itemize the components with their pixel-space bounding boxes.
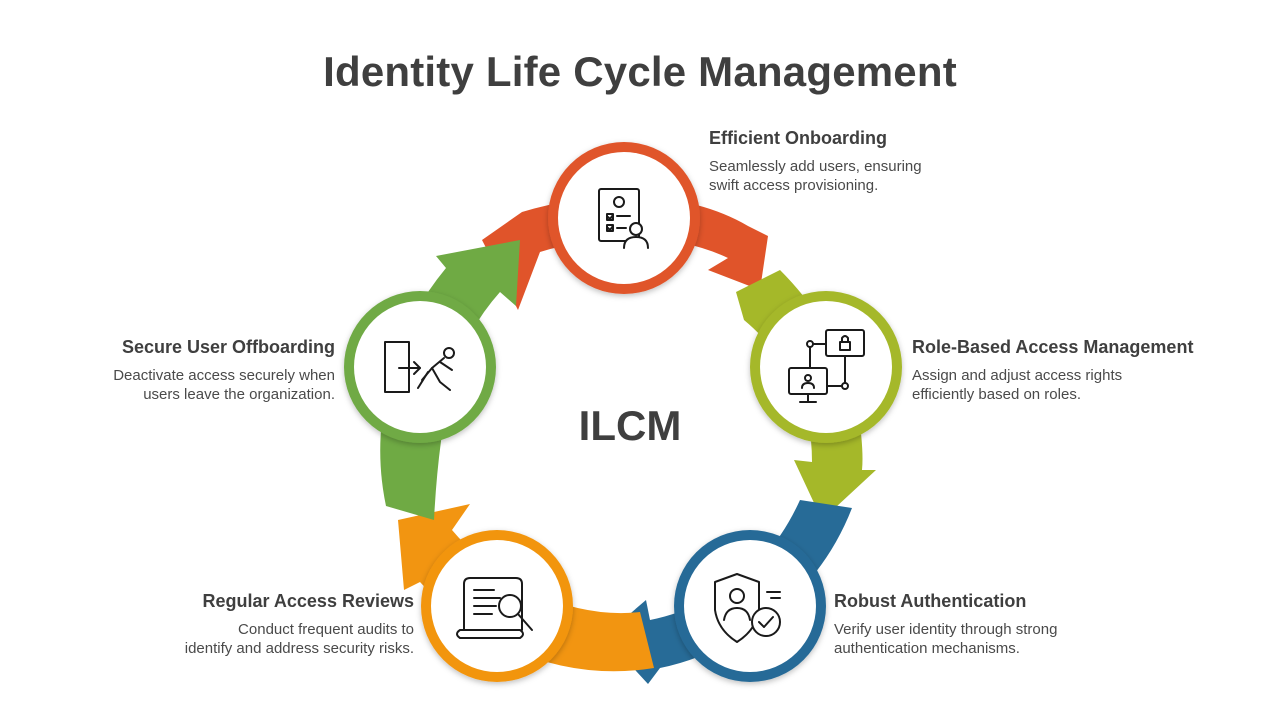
stage-heading: Robust Authentication xyxy=(834,591,1027,611)
stage-heading: Secure User Offboarding xyxy=(121,337,335,357)
stage-description: Verify user identity through strong auth… xyxy=(834,620,1134,658)
stage-heading: Efficient Onboarding xyxy=(709,128,887,148)
stage-text-onboarding: Efficient Onboarding Seamlessly add user… xyxy=(709,128,1009,195)
stage-description-line: users leave the organization. xyxy=(143,386,335,403)
stage-text-authentication: Robust Authentication Verify user identi… xyxy=(834,591,1134,658)
stage-description-line: Deactivate access securely when xyxy=(113,367,335,384)
shield-user-check-icon xyxy=(714,573,781,643)
stage-description: Assign and adjust access rights efficien… xyxy=(912,366,1212,404)
exit-door-person-icon xyxy=(384,341,455,393)
stage-description-line: authentication mechanisms. xyxy=(834,640,1020,657)
checklist-user-icon xyxy=(598,188,649,249)
stage-text-offboarding: Secure User Offboarding Deactivate acces… xyxy=(35,337,335,404)
network-lock-icon xyxy=(788,329,865,403)
document-magnifier-icon xyxy=(456,577,533,639)
stage-description: Deactivate access securely when users le… xyxy=(35,366,335,404)
stage-description-line: efficiently based on roles. xyxy=(912,386,1081,403)
stage-node-authentication xyxy=(674,530,826,682)
stage-text-access-reviews: Regular Access Reviews Conduct frequent … xyxy=(114,591,414,658)
stage-description: Seamlessly add users, ensuring swift acc… xyxy=(709,157,1009,195)
center-label: ILCM xyxy=(578,402,682,449)
stage-node-onboarding xyxy=(548,142,700,294)
page-title: Identity Life Cycle Management xyxy=(323,48,957,95)
stage-description-line: swift access provisioning. xyxy=(709,177,879,194)
stage-description: Conduct frequent audits to identify and … xyxy=(114,620,414,658)
stage-heading: Regular Access Reviews xyxy=(202,591,414,611)
stage-description-line: Verify user identity through strong xyxy=(834,621,1058,638)
stage-heading: Role-Based Access Management xyxy=(912,337,1194,357)
stage-description-line: Assign and adjust access rights xyxy=(912,367,1123,384)
stage-description-line: identify and address security risks. xyxy=(184,640,414,657)
stage-text-role-based: Role-Based Access Management Assign and … xyxy=(912,337,1212,404)
stage-description-line: Conduct frequent audits to xyxy=(238,621,414,638)
stage-node-role-based xyxy=(750,291,902,443)
stage-description-line: Seamlessly add users, ensuring xyxy=(709,158,922,175)
